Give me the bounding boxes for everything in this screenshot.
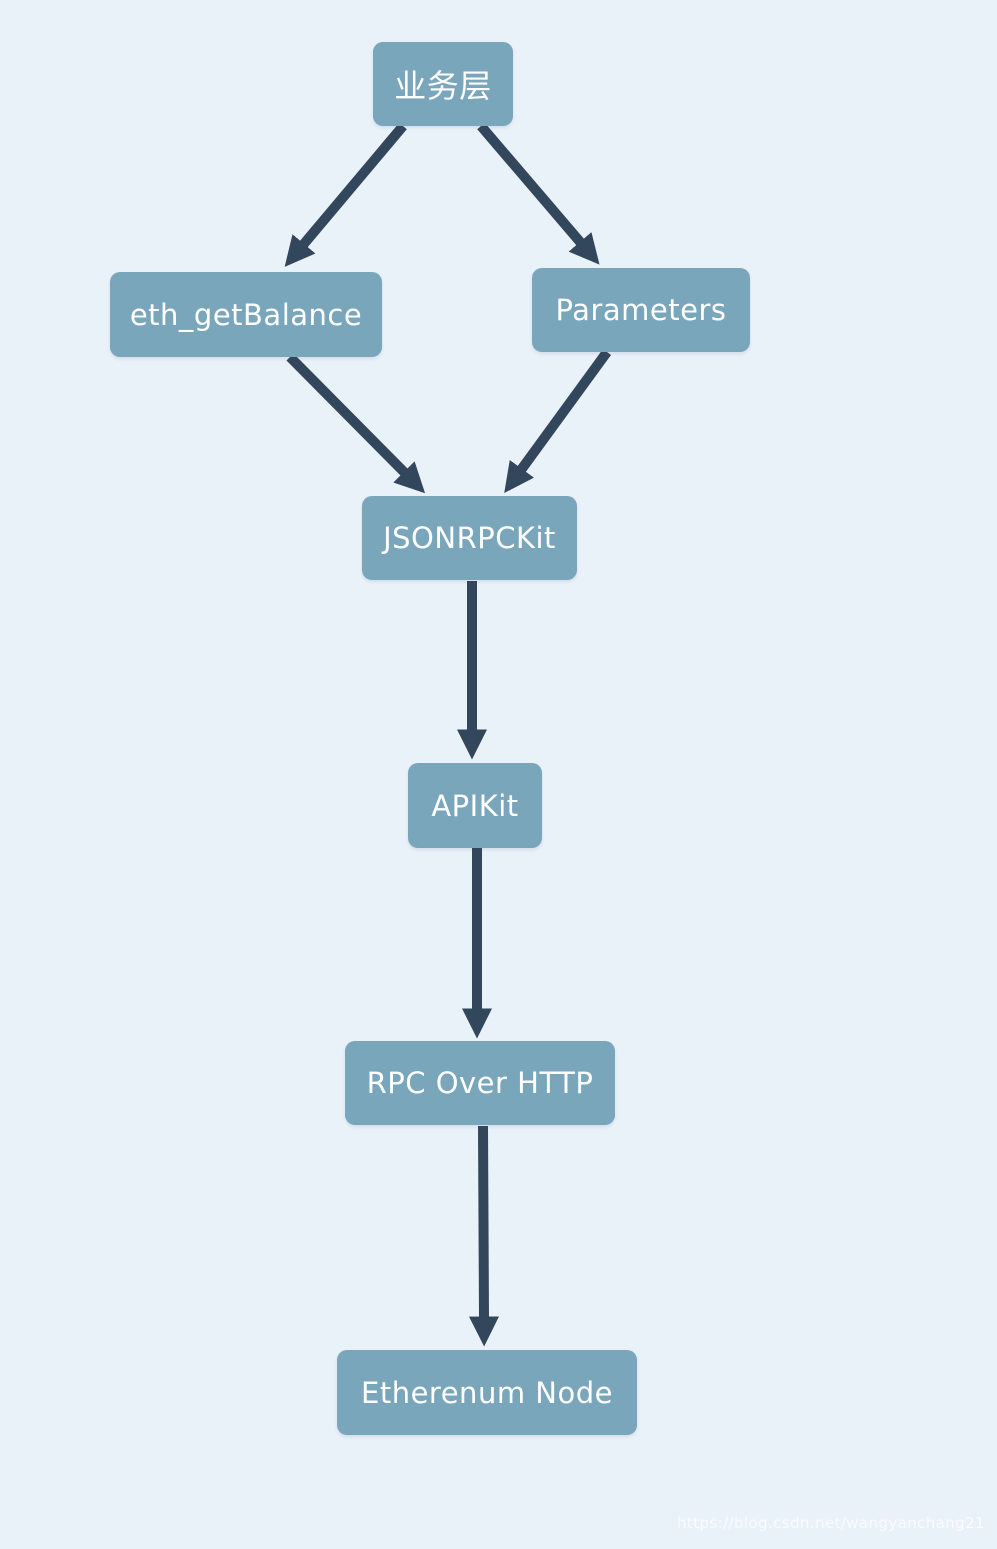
node-eth-get-balance: eth_getBalance [110,272,382,357]
node-apikit-label: APIKit [431,788,519,823]
node-eth-get-balance-label: eth_getBalance [129,297,363,332]
edge-parameters-to-jsonrpckit [504,349,612,494]
node-business-layer-label: 业务层 [394,67,492,105]
node-business-layer: 业务层 [373,42,513,126]
node-apikit: APIKit [408,763,542,848]
node-parameters: Parameters [532,268,750,352]
edge-business-to-parameters [477,122,600,265]
node-rpc-over-http-label: RPC Over HTTP [366,1066,594,1100]
node-jsonrpckit: JSONRPCKit [362,496,577,580]
node-etherenum-node-label: Etherenum Node [361,1375,613,1410]
node-etherenum-node: Etherenum Node [337,1350,637,1435]
node-rpc-over-http: RPC Over HTTP [345,1041,615,1125]
edge-business-to-ethgetbalance [284,122,407,267]
edge-rpcoverhttp-to-etherenum [468,1125,499,1347]
node-jsonrpckit-label: JSONRPCKit [383,521,556,555]
node-parameters-label: Parameters [555,293,727,327]
watermark: https://blog.csdn.net/wangyanchang21 [677,1514,985,1532]
edge-ethgetbalance-to-jsonrpckit [286,353,426,494]
